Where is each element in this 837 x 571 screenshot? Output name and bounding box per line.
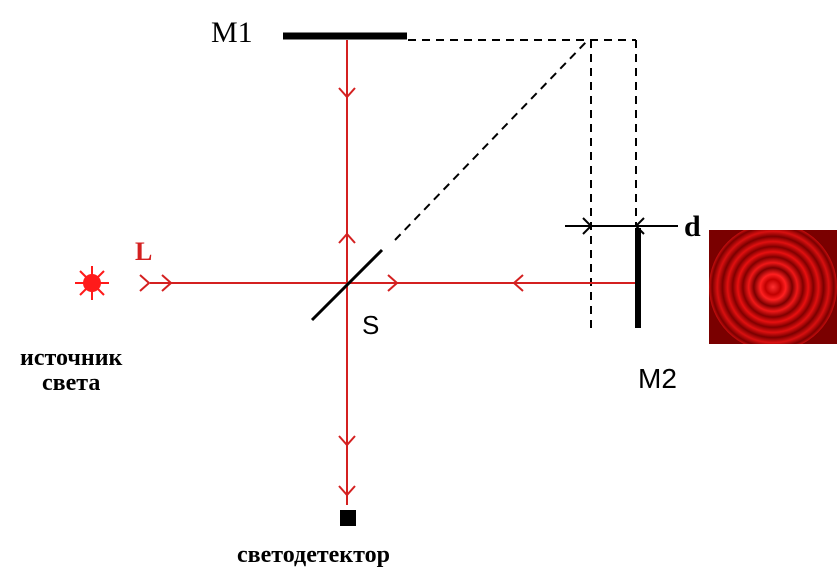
star-burst-icon <box>75 266 109 300</box>
arrow-right <box>387 274 399 292</box>
arrow-down-detector-1 <box>338 435 356 447</box>
source-label-line1: источник <box>20 345 123 371</box>
square-icon <box>340 510 356 526</box>
mirror2-label: M2 <box>638 363 677 394</box>
beam-paths <box>139 40 636 505</box>
arrow-left-m2 <box>512 274 524 292</box>
distance-marker <box>565 217 678 235</box>
interference-rings <box>709 230 837 344</box>
dashed-diagonal <box>394 39 589 241</box>
detector-label: светодетектор <box>237 542 390 568</box>
source-label-line2: света <box>42 370 100 396</box>
arrow-down-detector-2 <box>338 485 356 497</box>
distance-label: d <box>684 210 701 243</box>
length-label: L <box>135 237 152 266</box>
arrow-source-1 <box>139 274 151 292</box>
arrow-down-m1 <box>338 87 356 99</box>
beam-splitter <box>310 248 384 322</box>
mirror1-label: M1 <box>211 16 253 49</box>
arrow-source-2 <box>161 274 173 292</box>
arrow-up <box>338 232 356 244</box>
construction-lines <box>394 39 637 330</box>
splitter-label: S <box>362 310 379 340</box>
